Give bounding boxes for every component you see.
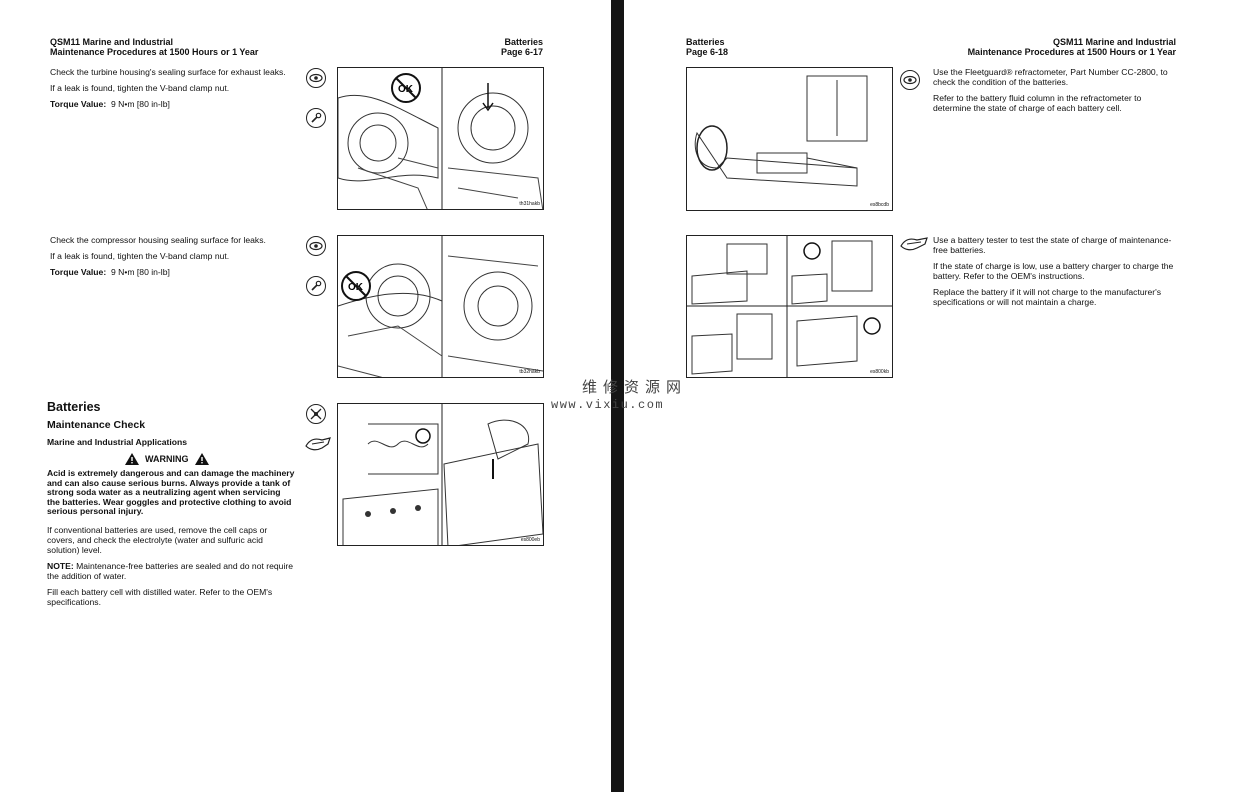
- warning-heading: WARNING: [125, 453, 209, 465]
- note-text: Maintenance-free batteries are sealed an…: [47, 561, 294, 581]
- paragraph: If a leak is found, tighten the V-band c…: [50, 251, 230, 261]
- header-line: Batteries: [686, 37, 725, 47]
- paragraph: If a leak is found, tighten the V-band c…: [50, 83, 230, 93]
- applications-heading: Marine and Industrial Applications: [47, 437, 188, 447]
- paragraph: Replace the battery if it will not charg…: [933, 287, 1162, 307]
- wrench-icon: [306, 108, 326, 128]
- battery-cell-figure: es800eb: [337, 403, 544, 546]
- paragraph: Use a battery tester to test the state o…: [933, 235, 1172, 255]
- refractometer-figure: es8bcdb: [686, 67, 893, 211]
- right-header-page: Batteries Page 6-18: [686, 37, 728, 57]
- paragraph: Check the turbine housing's sealing surf…: [50, 67, 286, 77]
- compressor-housing-figure: OK tb32hakb: [337, 235, 544, 378]
- header-line: Page 6-17: [500, 47, 543, 57]
- header-line: Page 6-18: [686, 47, 729, 57]
- note-label: NOTE:: [47, 561, 74, 571]
- battery-tester-text: Use a battery tester to test the state o…: [933, 235, 1177, 313]
- figure-code: tb32hakb: [519, 369, 540, 375]
- note-paragraph: NOTE: Maintenance-free batteries are sea…: [47, 561, 297, 581]
- figure-code: es8bcdb: [870, 202, 889, 208]
- svg-text:OK: OK: [398, 84, 414, 95]
- watermark-chinese: 维修资源网: [582, 379, 688, 396]
- refractometer-text: Use the Fleetguard® refractometer, Part …: [933, 67, 1177, 119]
- torque-value: Torque Value: 9 N•m [80 in-lb]: [50, 99, 300, 109]
- left-header-page: Batteries Page 6-17: [440, 37, 543, 57]
- warning-text: Acid is extremely dangerous and can dama…: [47, 468, 295, 516]
- paragraph: If the state of charge is low, use a bat…: [933, 261, 1174, 281]
- page-divider: [611, 0, 624, 792]
- torque-number: 9 N•m [80 in-lb]: [110, 99, 170, 109]
- wrench-icon: [306, 276, 326, 296]
- compressor-check-text: Check the compressor housing sealing sur…: [50, 235, 300, 283]
- eye-icon: [306, 68, 326, 88]
- eye-icon: [306, 236, 326, 256]
- tools-icon: [306, 404, 326, 424]
- paragraph: Check the compressor housing sealing sur…: [50, 235, 266, 245]
- battery-instructions: If conventional batteries are used, remo…: [47, 525, 297, 613]
- header-line: QSM11 Marine and Industrial: [50, 37, 174, 47]
- paragraph: Refer to the battery fluid column in the…: [933, 93, 1142, 113]
- paragraph: Fill each battery cell with distilled wa…: [47, 587, 273, 607]
- glove-icon: [899, 236, 929, 257]
- paragraph: Use the Fleetguard® refractometer, Part …: [933, 67, 1168, 87]
- paragraph: If conventional batteries are used, remo…: [47, 525, 268, 555]
- section-title: Batteries: [47, 400, 101, 414]
- glove-icon: [304, 436, 332, 457]
- figure-code: th31hakb: [519, 201, 540, 207]
- svg-text:OK: OK: [348, 282, 364, 293]
- right-header-title: QSM11 Marine and Industrial Maintenance …: [900, 37, 1176, 57]
- torque-label: Torque Value:: [50, 99, 107, 109]
- torque-label: Torque Value:: [50, 267, 107, 277]
- turbine-housing-figure: OK th31hakb: [337, 67, 544, 210]
- section-subtitle: Maintenance Check: [47, 419, 146, 431]
- watermark-url: www.vixiu.com: [551, 398, 665, 412]
- turbine-check-text: Check the turbine housing's sealing surf…: [50, 67, 300, 115]
- battery-tester-figure: es800kb: [686, 235, 893, 378]
- header-line: Batteries: [504, 37, 543, 47]
- eye-icon: [900, 70, 920, 90]
- header-line: QSM11 Marine and Industrial: [1052, 37, 1176, 47]
- torque-value: Torque Value: 9 N•m [80 in-lb]: [50, 267, 300, 277]
- figure-code: es800eb: [520, 537, 540, 543]
- header-line: Maintenance Procedures at 1500 Hours or …: [50, 47, 259, 57]
- left-header-title: QSM11 Marine and Industrial Maintenance …: [50, 37, 258, 57]
- figure-code: es800kb: [870, 369, 889, 375]
- torque-number: 9 N•m [80 in-lb]: [110, 267, 170, 277]
- header-line: Maintenance Procedures at 1500 Hours or …: [967, 47, 1176, 57]
- warning-triangle-icon: [194, 453, 209, 465]
- warning-triangle-icon: [125, 453, 139, 465]
- warning-label: WARNING: [145, 454, 189, 464]
